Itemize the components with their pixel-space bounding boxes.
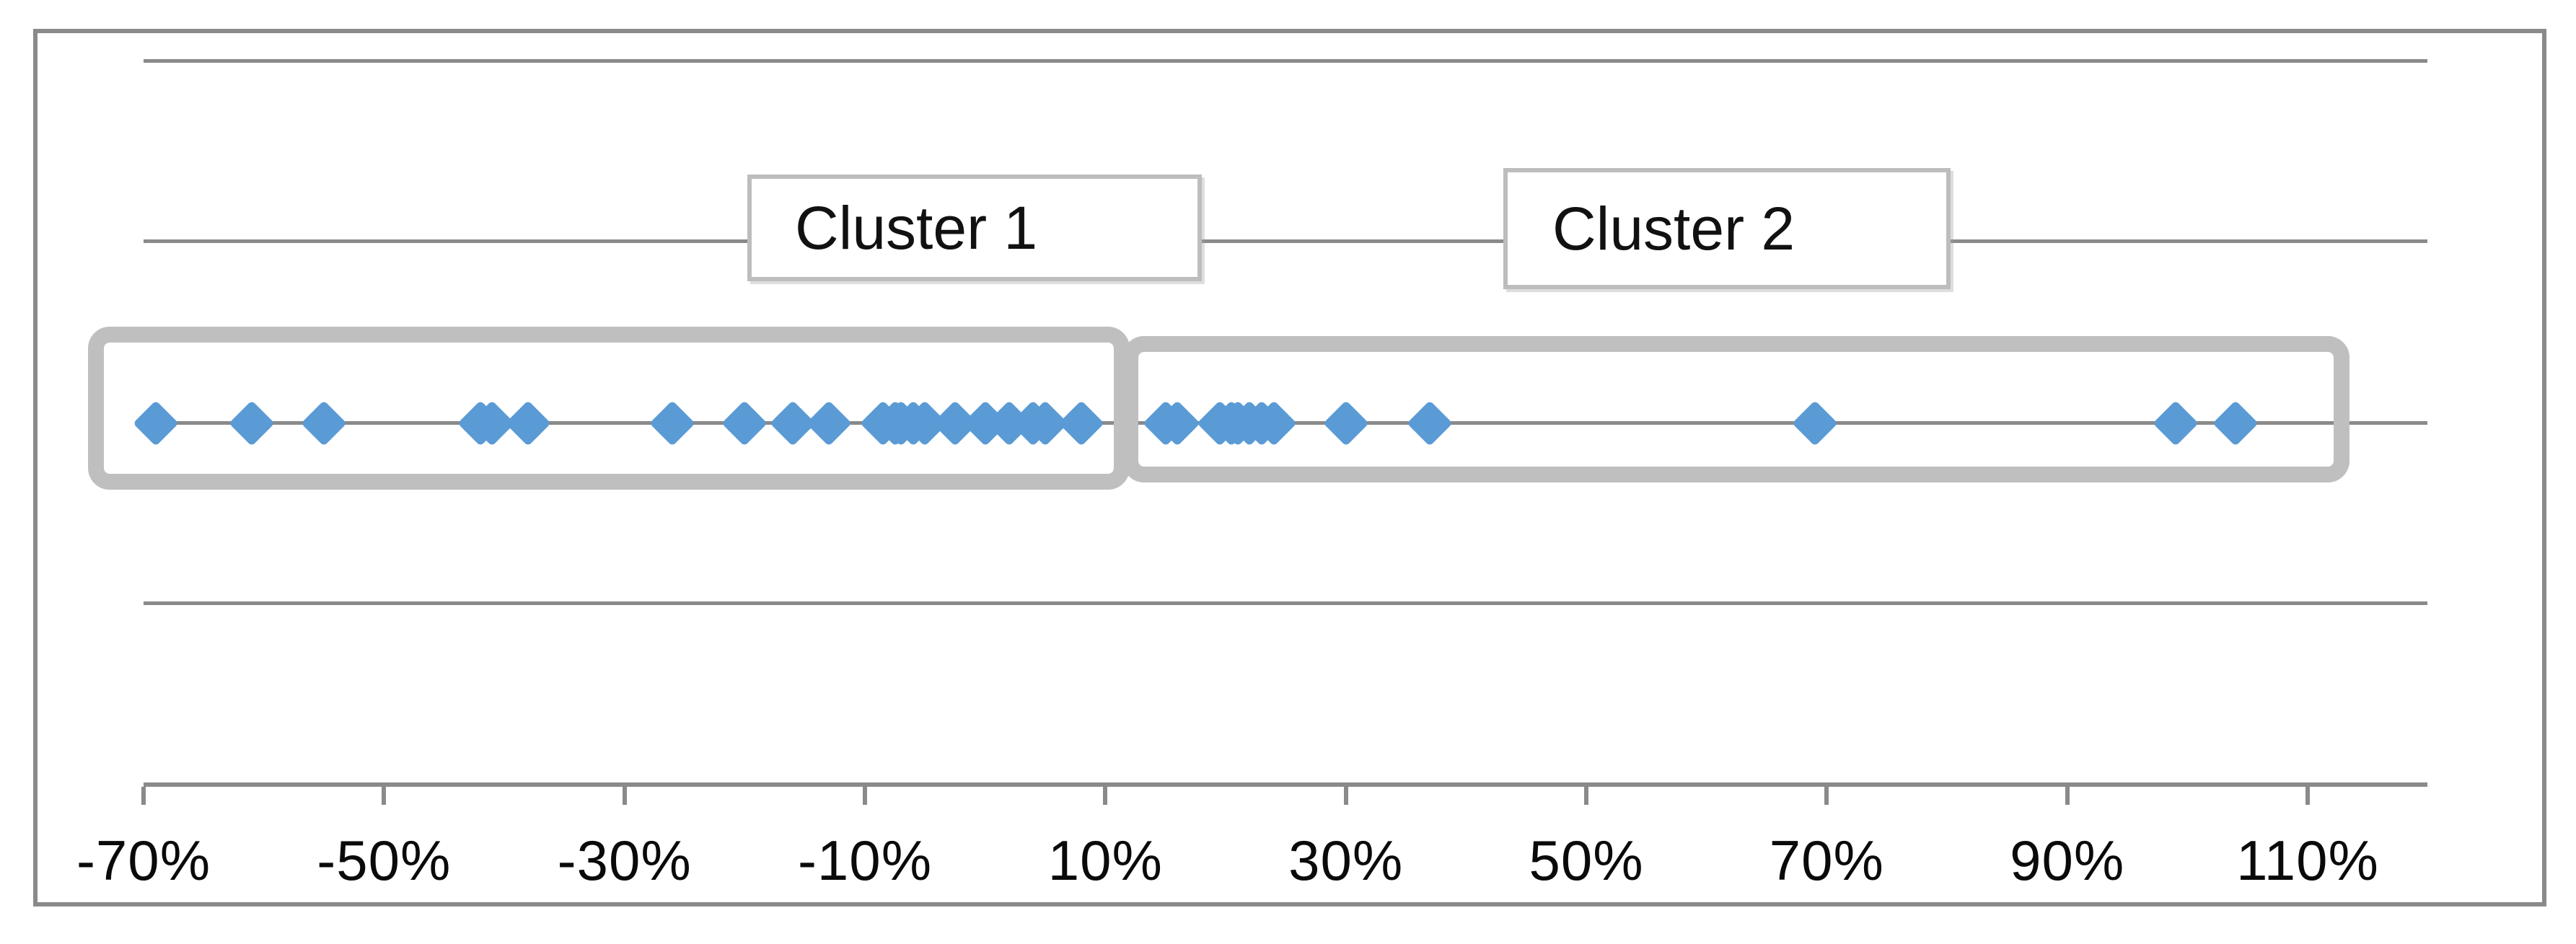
cluster1-label-box: Cluster 1 (747, 175, 1202, 281)
x-axis-tick (1584, 787, 1588, 805)
x-axis-tick (2305, 787, 2310, 805)
x-axis-tick-label: 110% (2236, 829, 2379, 892)
x-axis-tick-label: -30% (557, 829, 692, 892)
x-axis-tick-label: 50% (1529, 829, 1644, 892)
x-axis-tick-label: 70% (1769, 829, 1884, 892)
gridline-4 (144, 601, 2427, 605)
x-axis-tick (141, 787, 146, 805)
x-axis-tick (622, 787, 627, 805)
x-axis-tick (382, 787, 387, 805)
x-axis-tick-label: -50% (317, 829, 452, 892)
x-axis-tick-label: 30% (1288, 829, 1404, 892)
cluster2-label-box: Cluster 2 (1503, 168, 1951, 289)
x-axis-tick (1343, 787, 1348, 805)
x-axis-tick-label: -10% (797, 829, 933, 892)
gridline-2 (144, 239, 2427, 243)
x-axis-tick-label: -70% (76, 829, 211, 892)
cluster2-region-box (1122, 336, 2349, 482)
chart-outer-border (33, 29, 2546, 906)
x-axis-tick (1824, 787, 1829, 805)
x-axis-tick-label: 90% (2010, 829, 2125, 892)
cluster1-label-text: Cluster 1 (795, 193, 1038, 262)
x-axis-tick (1103, 787, 1108, 805)
x-axis-tick (2065, 787, 2070, 805)
gridline-1 (144, 59, 2427, 63)
cluster2-label-text: Cluster 2 (1552, 194, 1795, 263)
x-axis-tick (863, 787, 867, 805)
x-axis-line (144, 782, 2427, 787)
x-axis-tick-label: 10% (1047, 829, 1163, 892)
